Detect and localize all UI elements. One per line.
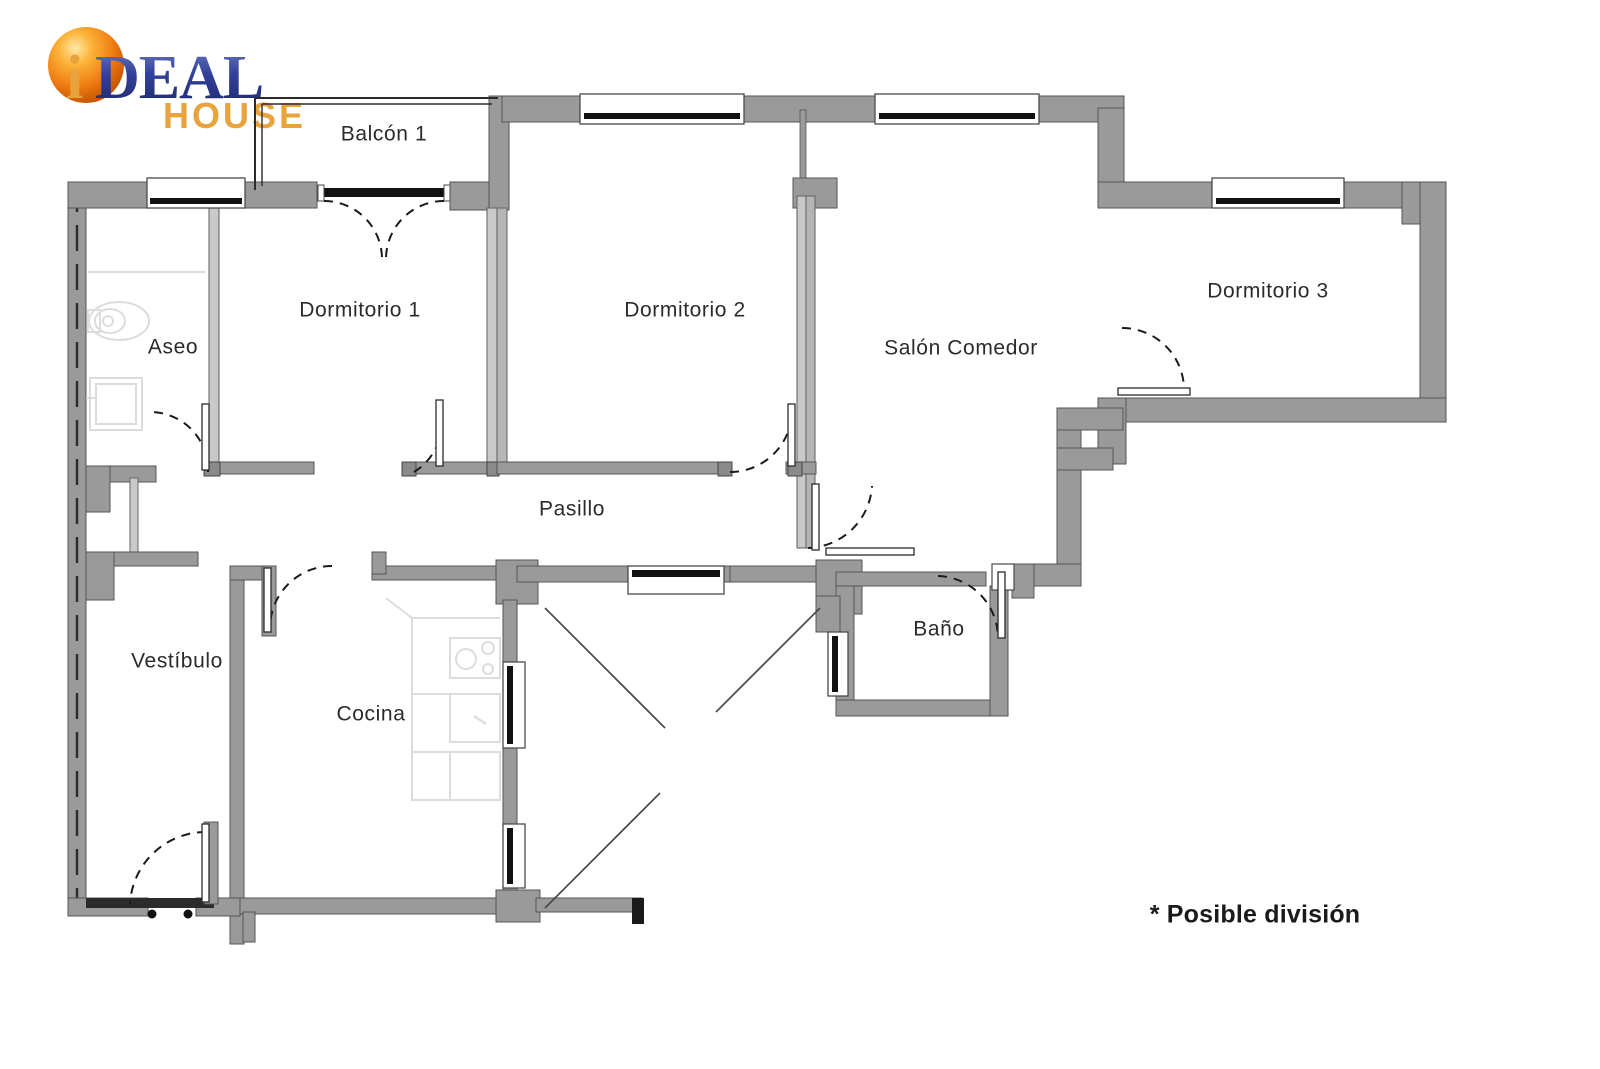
- burner-icon-2: [481, 641, 495, 655]
- patio-walls: [516, 559, 987, 615]
- door-dormitorio2: [729, 409, 793, 473]
- stove-icon: [449, 637, 501, 679]
- window-bano: [827, 631, 849, 697]
- leaf-salon: [811, 483, 820, 551]
- room-label-dormitorio2: Dormitorio 2: [624, 299, 746, 322]
- salon-stepped-walls: [1011, 407, 1124, 599]
- window-salon: [874, 93, 1040, 125]
- room-label-balcon1: Balcón 1: [341, 123, 428, 146]
- cocina-tap-icon: [473, 715, 487, 725]
- toilet-seat-icon: [102, 315, 114, 327]
- door-leaves: [201, 387, 1191, 903]
- leaf-entry: [201, 823, 210, 903]
- room-label-aseo: Aseo: [148, 336, 198, 359]
- window-aseo: [146, 177, 246, 209]
- door-bano: [937, 575, 999, 639]
- windows-group: [146, 93, 1345, 889]
- division-line-1: [544, 607, 666, 729]
- logo-lead-letter: i: [66, 44, 83, 112]
- division-line-2: [715, 607, 821, 713]
- leaf-dormitorio3: [1117, 387, 1191, 396]
- cocina-walls: [229, 551, 644, 945]
- leaf-salon-top: [825, 547, 915, 556]
- leaf-aseo: [201, 403, 210, 471]
- window-cocina-patio: [627, 565, 725, 595]
- exterior-walls-right: [1097, 181, 1447, 465]
- burner-icon-3: [482, 663, 494, 675]
- sink-basin-icon: [95, 383, 137, 425]
- door-cocina: [269, 565, 333, 629]
- entry-threshold-dots: [147, 909, 193, 919]
- walls-group: [67, 95, 1447, 945]
- room-label-pasillo: Pasillo: [539, 498, 605, 521]
- door-balcon-left: [323, 200, 383, 260]
- pasillo-walls: [203, 461, 817, 477]
- window-dormitorio3: [1211, 177, 1345, 209]
- door-balcon-right: [385, 200, 445, 260]
- logo-sphere-icon: [48, 27, 124, 103]
- annotations-group: * Posible división: [1150, 901, 1361, 929]
- toilet-bowl-icon: [94, 308, 126, 334]
- room-labels-group: Balcón 1 Aseo Dormitorio 1 Dormitorio 2 …: [131, 123, 1329, 726]
- logo-main-text: DEAL: [95, 44, 263, 112]
- window-dormitorio2: [579, 93, 745, 125]
- window-cocina-east-2: [502, 823, 526, 889]
- leaf-dormitorio1: [435, 399, 444, 467]
- aseo-walls: [85, 465, 199, 601]
- room-label-bano: Baño: [913, 618, 964, 641]
- leaf-cocina: [263, 567, 272, 633]
- room-label-vestibulo: Vestíbulo: [131, 650, 223, 673]
- division-line-3: [544, 792, 661, 909]
- annotation-posible-division: * Posible división: [1150, 901, 1361, 929]
- leaf-dormitorio2: [787, 403, 796, 467]
- door-aseo: [151, 411, 210, 473]
- logo-sub-text: HOUSE: [163, 95, 306, 136]
- balcon1-outline: [254, 97, 498, 190]
- possible-division-lines: [544, 607, 821, 909]
- door-dormitorio3: [1121, 327, 1186, 393]
- burner-icon-1: [455, 648, 477, 670]
- room-label-cocina: Cocina: [337, 703, 406, 726]
- vestibulo-walls: [67, 821, 241, 917]
- room-label-salon-comedor: Salón Comedor: [884, 337, 1038, 360]
- door-salon: [807, 485, 873, 549]
- cocina-unit-icon: [449, 751, 501, 801]
- brand-logo: i DEAL HOUSE: [48, 27, 306, 136]
- fixtures-group: [86, 271, 501, 801]
- toilet-tank-icon: [87, 309, 101, 333]
- cocina-counter-outline: [385, 597, 500, 801]
- interior-partitions: [208, 195, 816, 549]
- window-cocina-east-1: [502, 661, 526, 749]
- balcony-door-dormitorio1: [317, 184, 451, 202]
- toilet-icon: [88, 301, 150, 341]
- room-label-dormitorio3: Dormitorio 3: [1207, 280, 1329, 303]
- sink-icon: [89, 377, 143, 431]
- room-label-dormitorio1: Dormitorio 1: [299, 299, 421, 322]
- party-wall-left: [67, 181, 87, 917]
- door-entry: [129, 830, 207, 905]
- leaf-bano: [997, 571, 1006, 639]
- cocina-sink-icon: [449, 693, 501, 743]
